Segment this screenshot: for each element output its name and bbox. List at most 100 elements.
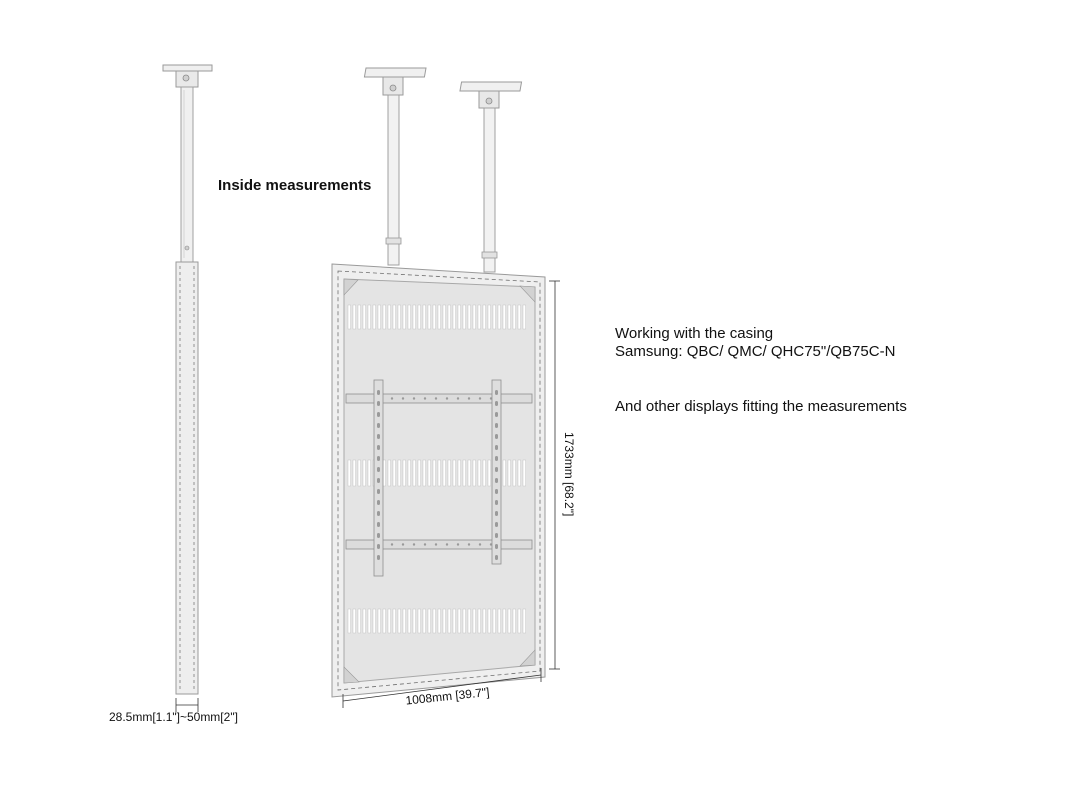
rail-hole [478,397,482,400]
vent-slot [427,608,431,634]
arm-slot [495,489,498,494]
other-displays-line: And other displays fitting the measureme… [615,398,907,415]
vent-slot [397,304,401,330]
vent-slot [412,608,416,634]
arm-slot [377,423,380,428]
rail-hole [489,543,493,546]
front-view: 1008mm [39.7"] 1733mm [68.2"] [331,67,576,708]
width-dim-line [342,674,542,702]
vent-slot [352,459,356,487]
vent-slot [417,304,421,330]
vent-slot [437,304,441,330]
vent-slot [477,304,481,330]
arm-slot [377,456,380,461]
vent-slot [347,459,351,487]
vent-slot [392,459,396,487]
vent-slot [402,608,406,634]
vent-slot [357,459,361,487]
vent-slot [447,459,451,487]
right-pole-collar [481,251,498,259]
arm-slot [377,390,380,395]
side-view: 28.5mm[1.1"]~50mm[2"] [109,64,238,724]
rail-hole [467,397,471,400]
vent-slot [377,608,381,634]
rail-hole [445,543,449,546]
rail-hole [456,543,460,546]
vent-slot [397,608,401,634]
vent-slot [447,304,451,330]
vent-slot [367,608,371,634]
vent-slot [392,608,396,634]
side-upper-pole [180,86,194,263]
vent-slot [397,459,401,487]
vent-slot [482,608,486,634]
vent-slot [477,459,481,487]
vent-slot [412,459,416,487]
vent-slot [407,304,411,330]
vent-slot [382,304,386,330]
arm-slot [495,390,498,395]
vent-slot [412,304,416,330]
corner-brace-tl [343,278,359,296]
vent-slot [487,304,491,330]
rail-hole [489,397,493,400]
height-dimension-label: 1733mm [68.2"] [562,432,576,516]
vent-slot [472,304,476,330]
vent-slot [417,459,421,487]
arm-slot [495,533,498,538]
arm-slot [377,489,380,494]
ventilation-slots [347,304,526,634]
vent-slot [512,304,516,330]
vent-slot [462,459,466,487]
arm-slot [377,555,380,560]
vent-slot [347,304,351,330]
casing-inner-dash [337,270,541,691]
rail-hole [401,397,405,400]
vent-slot [357,304,361,330]
vent-slot [352,608,356,634]
vent-slot [352,304,356,330]
arm-slot [495,467,498,472]
vent-slot [507,459,511,487]
vent-slot [387,304,391,330]
arm-slot [377,401,380,406]
arm-holes [377,390,498,560]
arm-slot [377,412,380,417]
vesa-rail-bottom [345,539,533,550]
corner-brace-br [519,649,536,667]
vent-slot [467,608,471,634]
vent-slot [437,459,441,487]
arm-slot [377,511,380,516]
side-bracket-bolt [182,74,190,82]
vent-slot [447,608,451,634]
depth-dimension-label: 28.5mm[1.1"]~50mm[2"] [109,710,238,724]
arm-slot [495,544,498,549]
vent-slot [442,459,446,487]
rail-hole [434,397,438,400]
vent-slot [472,608,476,634]
vent-slot [362,459,366,487]
left-hanging-pole [387,94,400,266]
vent-slot [452,608,456,634]
vent-slot [372,608,376,634]
side-ceiling-plate [162,64,213,72]
vent-slot [392,304,396,330]
vent-slot [422,608,426,634]
arm-slot [495,445,498,450]
vent-slot [362,304,366,330]
vent-slot [432,304,436,330]
vent-slot [387,459,391,487]
rail-hole [423,543,427,546]
left-pole-collar [385,237,402,245]
rail-hole [401,543,405,546]
vent-slot [422,304,426,330]
vent-slot [347,608,351,634]
rail-hole [390,543,394,546]
right-ceiling-plate [459,81,523,92]
vent-slot [517,608,521,634]
vent-slot [442,608,446,634]
vent-slot [387,608,391,634]
arm-slot [377,445,380,450]
rail-hole [412,397,416,400]
